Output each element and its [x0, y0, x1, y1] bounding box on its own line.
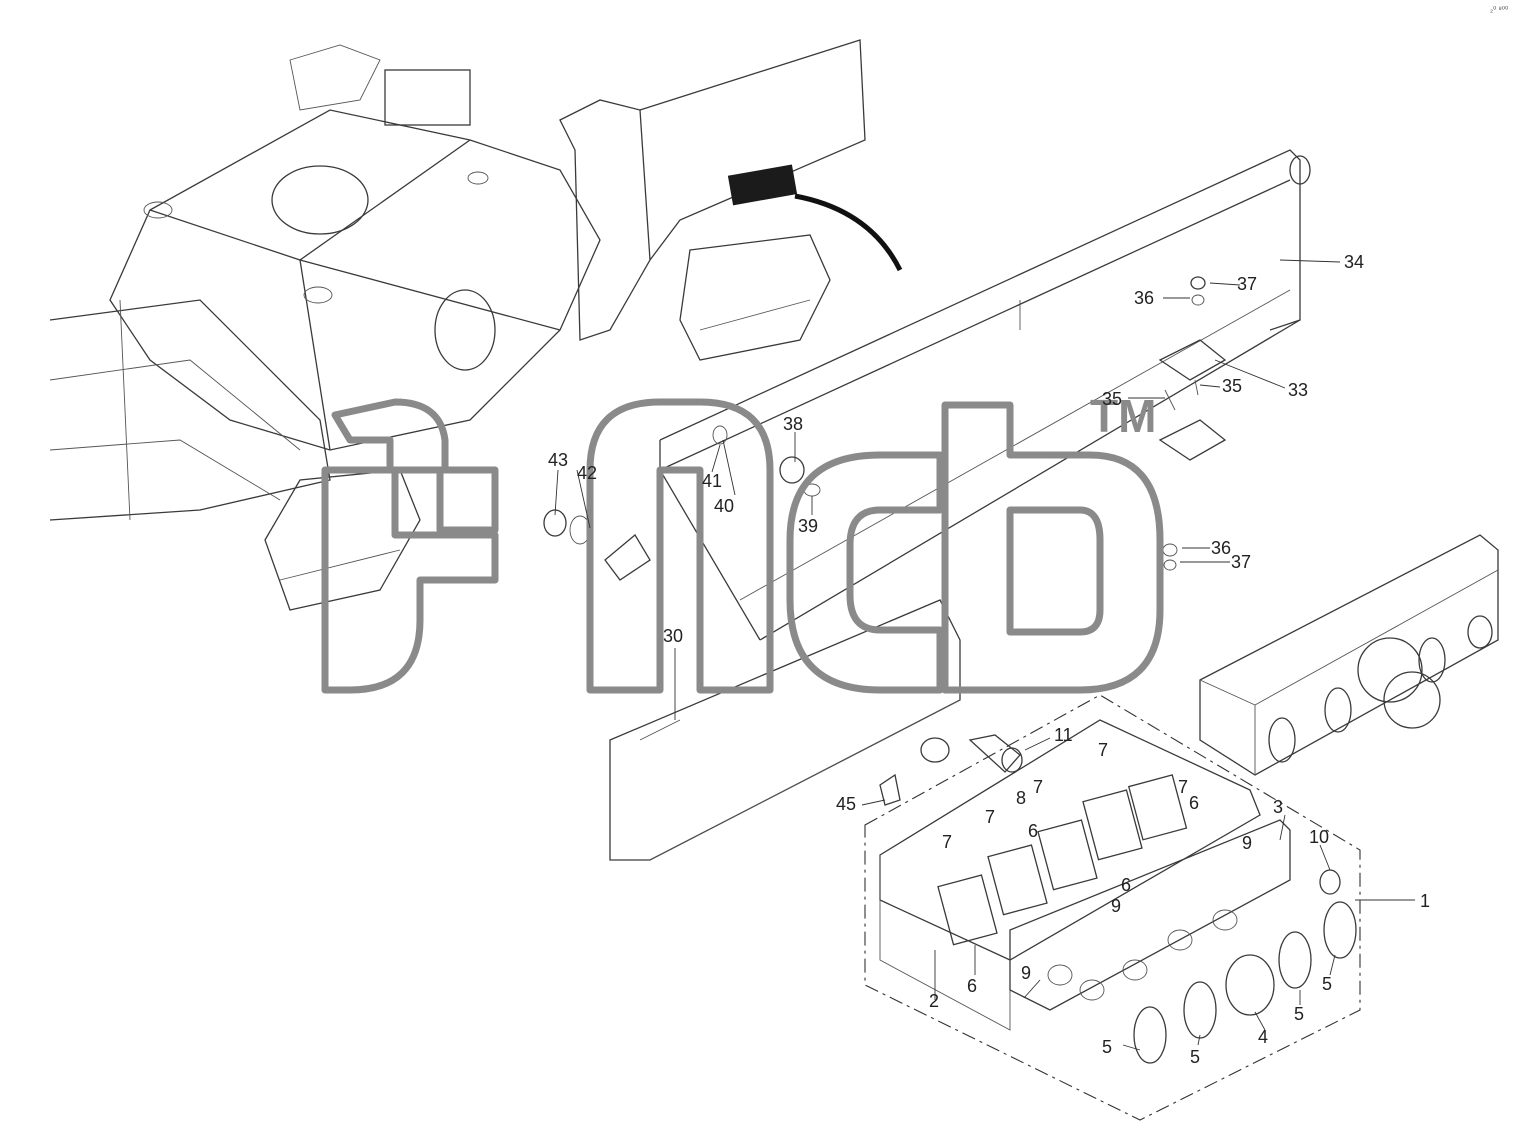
callout-34: 34 — [1344, 252, 1364, 272]
callout-6: 6 — [1121, 875, 1131, 895]
callout-4: 4 — [1258, 1027, 1268, 1047]
callout-1: 1 — [1420, 891, 1430, 911]
callout-6: 6 — [1189, 793, 1199, 813]
callout-41: 41 — [702, 471, 722, 491]
callout-10: 10 — [1309, 827, 1329, 847]
callout-45: 45 — [836, 794, 856, 814]
watermark-logo: TM — [321, 390, 1164, 694]
callout-36: 36 — [1211, 538, 1231, 558]
callout-39: 39 — [798, 516, 818, 536]
callout-7: 7 — [985, 807, 995, 827]
callout-5: 5 — [1294, 1004, 1304, 1024]
callout-5: 5 — [1190, 1047, 1200, 1067]
callout-9: 9 — [1111, 896, 1121, 916]
callout-11: 11 — [1054, 725, 1073, 745]
callout-36: 36 — [1134, 288, 1154, 308]
callout-8: 8 — [1016, 788, 1026, 808]
callout-6: 6 — [967, 976, 977, 996]
front-control-panel-exploded — [864, 694, 1361, 1121]
callout-43: 43 — [548, 450, 568, 470]
corner-mark: ₂⁰ ⁸⁰⁰ — [1490, 5, 1508, 14]
watermark-tm: TM — [1090, 390, 1156, 442]
machine-body-drawing — [49, 39, 903, 611]
callout-7: 7 — [1178, 777, 1188, 797]
callout-37: 37 — [1237, 274, 1257, 294]
callout-5: 5 — [1102, 1037, 1112, 1057]
callout-33: 33 — [1288, 380, 1308, 400]
callout-40: 40 — [714, 496, 734, 516]
callout-7: 7 — [942, 832, 952, 852]
callout-labels: 34 37 36 33 35 35 36 37 38 41 40 39 43 4… — [548, 5, 1508, 1067]
callout-2: 2 — [929, 991, 939, 1011]
callout-37: 37 — [1231, 552, 1251, 572]
callout-6: 6 — [1028, 821, 1038, 841]
callout-7: 7 — [1098, 740, 1108, 760]
callout-30: 30 — [663, 626, 683, 646]
callout-9: 9 — [1021, 963, 1031, 983]
callout-35: 35 — [1102, 389, 1122, 409]
callout-35: 35 — [1222, 376, 1242, 396]
callout-38: 38 — [783, 414, 803, 434]
rear-control-panel — [1199, 534, 1499, 776]
callout-9: 9 — [1242, 833, 1252, 853]
callout-7: 7 — [1033, 777, 1043, 797]
callout-3: 3 — [1273, 797, 1283, 817]
callout-42: 42 — [577, 463, 597, 483]
leader-lines — [554, 259, 1415, 1051]
callout-5: 5 — [1322, 974, 1332, 994]
